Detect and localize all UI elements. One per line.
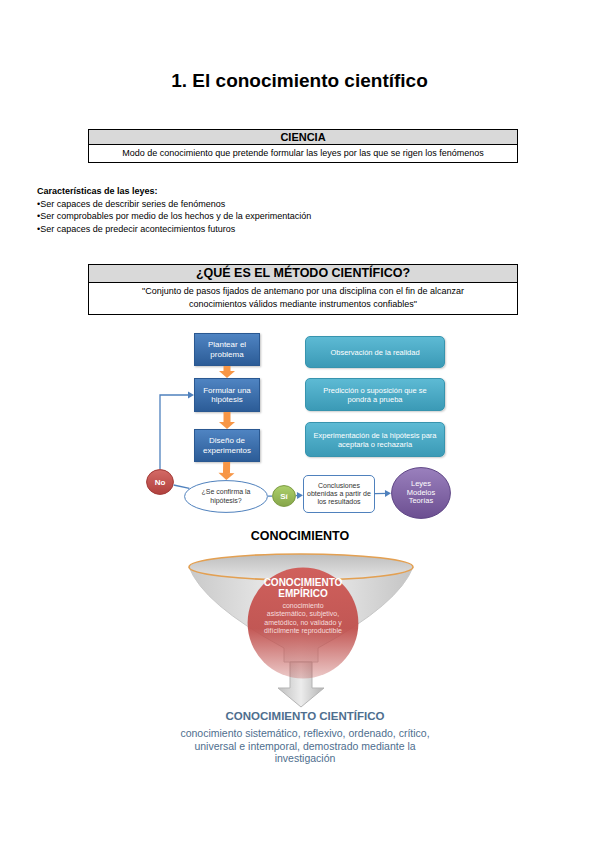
node-text: Predicción o suposición que se pondrá a … xyxy=(313,386,437,404)
node-text: conocimiento asistemático, subjetivo, am… xyxy=(263,602,343,636)
node-text: Sí xyxy=(280,492,288,501)
node-text: CONOCIMIENTO EMPÍRICO xyxy=(257,578,349,599)
result-text: conocimiento sistemático, reflexivo, ord… xyxy=(180,727,430,765)
description-box: Predicción o suposición que se pondrá a … xyxy=(305,378,445,411)
list-heading: Características de las leyes: xyxy=(37,186,337,196)
ellipse-fill xyxy=(248,568,359,679)
process-box: Plantear el problema xyxy=(194,333,260,366)
flow-connector xyxy=(268,496,272,497)
result-heading: CONOCIMIENTO CIENTÍFICO xyxy=(155,710,455,722)
list-item: •Ser capaces de predecir acontecimientos… xyxy=(37,224,457,234)
node-text: ¿Se confirma la hipótesis? xyxy=(197,488,255,504)
flow-connector xyxy=(375,490,391,497)
section-heading: CONOCIMIENTO xyxy=(150,529,450,543)
block-arrow xyxy=(219,412,235,429)
block-arrow xyxy=(219,366,235,378)
node-text: Formular una hipótesis xyxy=(199,386,255,404)
connector-line xyxy=(174,485,190,488)
node-text: Leyes Modelos Teorías xyxy=(404,480,438,506)
process-box: Diseño de experimentos xyxy=(194,429,260,462)
node-text: Experimentación de la hipótesis para ace… xyxy=(313,431,437,449)
connector-line xyxy=(223,462,230,473)
connector-line xyxy=(375,493,387,494)
list-item: •Ser comprobables por medio de los hecho… xyxy=(37,211,457,221)
list-item: •Ser capaces de describir series de fenó… xyxy=(37,199,457,209)
connector-line xyxy=(160,395,190,469)
node-text: No xyxy=(155,478,166,487)
description-box: Experimentación de la hipótesis para ace… xyxy=(305,422,445,457)
node-text: Modo de conocimiento que pretende formul… xyxy=(122,145,484,162)
decision-ellipse: ¿Se confirma la hipótesis? xyxy=(184,480,268,513)
node-text: CIENCIA xyxy=(89,130,517,145)
ellipse-fill xyxy=(273,486,296,507)
node-text: Diseño de experimentos xyxy=(199,436,255,454)
process-box: Formular una hipótesis xyxy=(194,378,260,412)
connector-line xyxy=(268,495,272,496)
connector-line xyxy=(224,366,231,371)
description-box: Observación de la realidad xyxy=(305,336,445,368)
arrow-head xyxy=(188,392,194,399)
definition-box: ¿QUÉ ES EL MÉTODO CIENTÍFICO?"Conjunto d… xyxy=(88,264,518,315)
answer-circle: Sí xyxy=(272,485,296,507)
arrow-head xyxy=(219,371,235,378)
knowledge-circle: CONOCIMIENTO EMPÍRICO conocimiento asiste… xyxy=(247,567,359,679)
page-title: 1. El conocimiento científico xyxy=(0,70,599,92)
arrow-head xyxy=(297,492,303,499)
block-arrow xyxy=(218,462,234,480)
node-text: ¿QUÉ ES EL MÉTODO CIENTÍFICO? xyxy=(89,265,517,283)
node-text: Observación de la realidad xyxy=(330,348,419,357)
ellipse-fill xyxy=(147,470,174,495)
ellipse-fill xyxy=(392,468,451,519)
result-circle: Leyes Modelos Teorías xyxy=(391,467,451,519)
node-text: "Conjunto de pasos fijados de antemano p… xyxy=(89,283,517,311)
node-text: Conclusiones obtenidas a partir de los r… xyxy=(307,482,371,506)
flow-connector xyxy=(174,485,190,488)
connector-line xyxy=(296,495,299,496)
arrow-head xyxy=(219,422,235,429)
result-box: Conclusiones obtenidas a partir de los r… xyxy=(303,475,375,513)
arrow-head xyxy=(385,490,391,497)
flow-connector xyxy=(296,492,303,499)
arrow-head xyxy=(218,473,234,480)
connector-line xyxy=(224,412,231,422)
node-text: Plantear el problema xyxy=(199,340,255,358)
definition-box: CIENCIAModo de conocimiento que pretende… xyxy=(88,129,518,163)
ellipse-fill xyxy=(185,481,268,513)
flow-connector xyxy=(160,392,194,470)
answer-circle: No xyxy=(146,469,174,495)
